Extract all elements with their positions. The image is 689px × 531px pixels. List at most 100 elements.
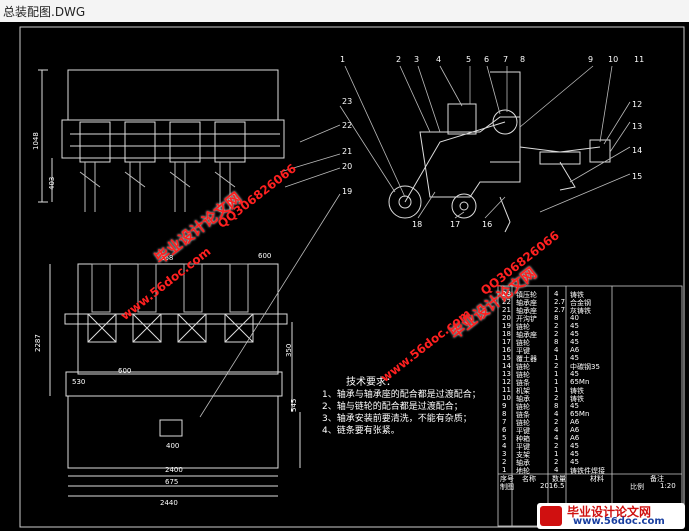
window-title: 总装配图.DWG [3, 5, 86, 19]
bom-header-cell: 序号 [500, 475, 514, 483]
dimension: 600 [258, 252, 272, 260]
bom-cell: 覆土器 [516, 355, 537, 363]
bom-cell: 18 [502, 330, 511, 338]
bom-cell: 45 [570, 458, 579, 466]
bom-cell: 链轮 [516, 323, 530, 331]
bom-cell: 45 [570, 370, 579, 378]
bom-cell: 65Mn [570, 378, 590, 386]
bom-cell: 2 [554, 442, 559, 450]
tech-title: 技术要求： [346, 377, 396, 388]
bom-cell: 链轮 [516, 403, 530, 411]
bom-cell: 20 [502, 314, 511, 322]
tech-item: 1、轴承与轴承座的配合都是过渡配合； [322, 390, 481, 400]
bom-cell: 链条 [516, 379, 530, 387]
technical-requirements: 技术要求： 1、轴承与轴承座的配合都是过渡配合； 2、轴与链轮的配合都是过渡配合… [322, 377, 481, 437]
dimension: 400 [166, 442, 180, 450]
part-number: 16 [482, 220, 493, 229]
bom-cell: 8 [554, 338, 559, 346]
part-number: 19 [342, 187, 353, 196]
part-number: 4 [436, 55, 442, 64]
part-number: 11 [634, 55, 645, 64]
part-number: 12 [632, 100, 643, 109]
bom-cell: 平键 [516, 443, 530, 451]
part-number: 22 [342, 121, 353, 130]
dimension: 268 [160, 254, 174, 262]
part-number: 5 [466, 55, 472, 64]
bom-cell: 45 [570, 338, 579, 346]
bom-footer: 制图 2016.5 比例 1:20 [500, 482, 682, 491]
part-number: 9 [588, 55, 594, 64]
bom-cell: 2 [554, 330, 559, 338]
bom-cell: 8 [554, 402, 559, 410]
bom-cell: 5 [502, 434, 507, 442]
bom-cell: 7 [502, 418, 507, 426]
bom-cell: 铸铁 [570, 387, 584, 395]
bom-cell: 链条 [516, 411, 530, 419]
bom-cell: 4 [554, 426, 559, 434]
bom-cell: 1 [554, 386, 559, 394]
bom-cell: 4 [554, 466, 559, 474]
bom-cell: 轴承座 [516, 307, 537, 315]
part-number: 8 [520, 55, 526, 64]
bom-cell: 14 [502, 362, 511, 370]
bom-cell: 21 [502, 306, 511, 314]
bom-row: 21 轴承座 2.7 灰铸铁 [500, 306, 682, 315]
bom-cell: 2.7 [554, 306, 566, 314]
part-number: 15 [632, 172, 643, 181]
bom-row: 8 链条 4 65Mn [500, 410, 682, 419]
bom-cell: 9 [502, 402, 507, 410]
bom-cell: 铸铁 [570, 291, 584, 299]
bom-cell: 1 [554, 450, 559, 458]
part-number: 21 [342, 147, 353, 156]
bom-cell: 铸铁件焊接 [570, 467, 605, 475]
bom-cell: 4 [554, 410, 559, 418]
bom-cell: 平键 [516, 427, 530, 435]
bom-cell: 11 [502, 386, 511, 394]
footer-logo-text: 毕业设计论文网 [567, 505, 652, 519]
bom-cell: 支架 [516, 451, 530, 459]
bom-cell: A6 [570, 418, 580, 426]
bom-cell: 2 [554, 362, 559, 370]
part-number: 1 [340, 55, 346, 64]
bom-cell: 灰铸铁 [570, 307, 591, 315]
dimension: 350 [285, 343, 293, 357]
drawing-canvas[interactable]: 1 2 3 4 5 6 7 8 9 10 11 12 13 14 15 16 1… [0, 22, 689, 531]
part-number: 13 [632, 122, 643, 131]
bom-cell: 8 [554, 314, 559, 322]
footer-logo: 毕业设计论文网 www.56doc.com [537, 503, 685, 529]
part-number: 23 [342, 97, 353, 106]
part-number: 20 [342, 162, 353, 171]
dimension: 2400 [165, 466, 183, 474]
part-number: 7 [503, 55, 509, 64]
bom-cell: 45 [570, 442, 579, 450]
part-number: 2 [396, 55, 402, 64]
bom-cell: 23 [502, 290, 511, 298]
bom-cell: 2 [554, 394, 559, 402]
dimension: 2440 [160, 499, 178, 507]
bom-cell: 2 [502, 458, 507, 466]
bom-cell: 15 [502, 354, 511, 362]
bom-cell: 轴承 [516, 459, 530, 467]
bom-cell: 19 [502, 322, 511, 330]
bom-cell: 机架 [516, 387, 530, 395]
bom-cell: 2.7 [554, 298, 566, 306]
bom-cell: 链轮 [516, 371, 530, 379]
bom-cell: 1 [554, 354, 559, 362]
bom-cell: 合金钢 [570, 299, 591, 307]
bom-header-cell: 名称 [522, 475, 536, 483]
bom-cell: 8 [502, 410, 507, 418]
part-number: 17 [450, 220, 461, 229]
part-number: 10 [608, 55, 619, 64]
bom-cell: 65Mn [570, 410, 590, 418]
